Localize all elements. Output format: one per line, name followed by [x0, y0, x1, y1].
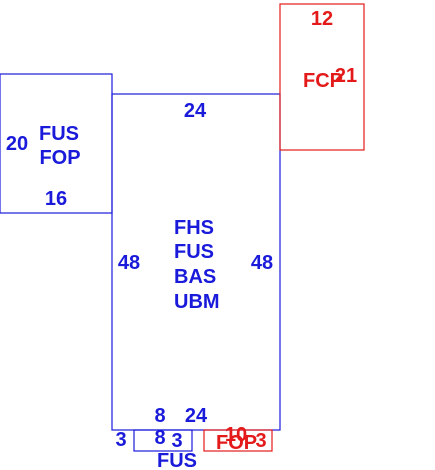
left-wing-code-2: FOP: [39, 147, 80, 169]
main-section[interactable]: 24 48 48 FHS FUS BAS UBM 8 24: [111, 93, 281, 431]
main-right-dimension: 48: [251, 252, 273, 274]
top-right-top-dimension: 12: [311, 8, 333, 30]
bottom-porch-dimension-a: 10: [225, 424, 247, 446]
main-code-3: BAS: [174, 266, 216, 288]
bottom-stoop-left-dimension: 3: [115, 429, 126, 451]
left-wing-section[interactable]: 20 FUS FOP 16: [0, 73, 113, 214]
main-code-4: UBM: [174, 291, 220, 313]
left-wing-bottom-dimension: 16: [45, 188, 67, 210]
bottom-porch-outline: [203, 429, 273, 452]
bottom-stoop-label: FUS: [157, 450, 197, 470]
main-code-1: FHS: [174, 217, 214, 239]
bottom-stoop-section[interactable]: 3 8 3 FUS: [115, 427, 197, 470]
main-left-dimension: 48: [118, 252, 140, 274]
bottom-stoop-middle-dimension: 8: [154, 427, 165, 449]
left-wing-side-dimension: 20: [6, 133, 28, 155]
top-right-section-outline: [279, 3, 365, 151]
main-section-outline: [111, 93, 281, 431]
bottom-porch-section[interactable]: FOP 10 3: [203, 424, 273, 454]
bottom-stoop-outline: [133, 429, 193, 452]
top-right-code: FCP: [303, 70, 343, 92]
bottom-porch-dimension-b: 3: [255, 430, 266, 452]
top-right-side-dimension: 21: [335, 65, 357, 87]
left-wing-code-1: FUS: [39, 123, 79, 145]
main-top-dimension: 24: [184, 100, 207, 122]
top-right-section[interactable]: 12 FCP 21: [279, 3, 365, 151]
main-bottom-dimension: 24: [185, 405, 208, 427]
bottom-porch-code: FOP: [216, 432, 257, 454]
main-code-2: FUS: [174, 241, 214, 263]
main-bottom-notch-dimension: 8: [154, 405, 165, 427]
bottom-stoop-right-dimension: 3: [171, 430, 182, 452]
